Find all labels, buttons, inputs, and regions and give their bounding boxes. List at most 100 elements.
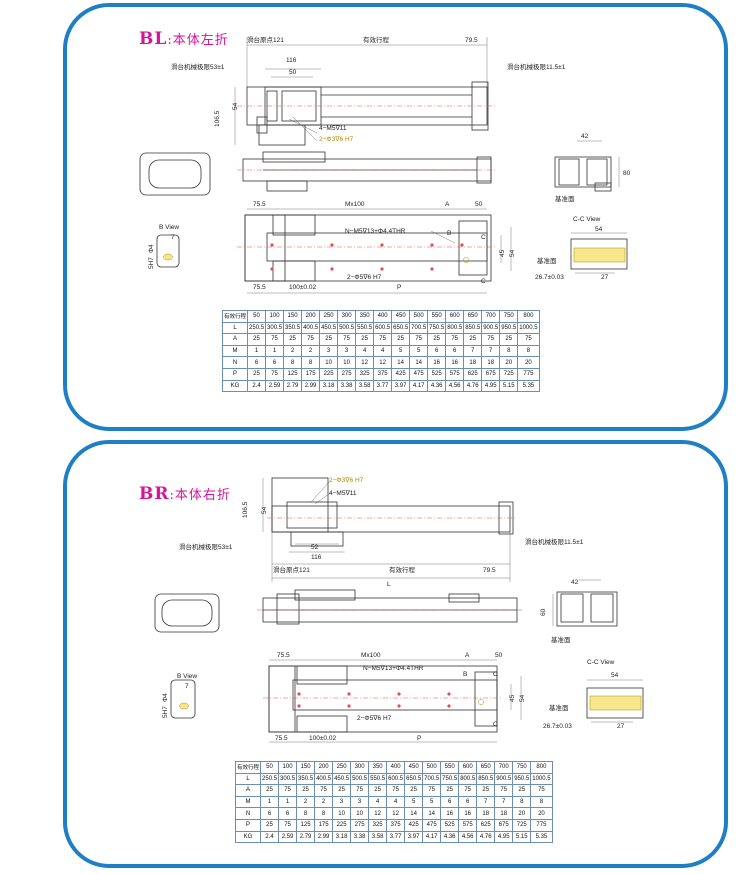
spec-stroke-cell: 300 — [337, 310, 357, 323]
label-755b-bl: 75.5 — [253, 284, 266, 291]
spec-cell: 650.5 — [404, 772, 424, 786]
spec-cell: 675 — [481, 367, 501, 381]
spec-cell: 75 — [265, 333, 285, 346]
spec-row-label: P — [221, 367, 249, 381]
end-view-left-bl — [139, 152, 211, 196]
spec-cell: 350.5 — [283, 321, 303, 335]
spec-cell: 675 — [494, 818, 514, 832]
spec-cell: 25 — [247, 333, 267, 346]
side-view-br — [262, 589, 518, 625]
panel-title-bl: BL:本体左折 — [139, 29, 229, 49]
spec-cell: 775 — [530, 818, 553, 832]
spec-cell: 25 — [319, 333, 339, 346]
label-pin2-bl: 2−Φ5∇6 H7 — [347, 273, 382, 281]
top-view-bl — [246, 81, 489, 146]
spec-cell: 75 — [265, 367, 285, 381]
spec-row-label: N — [221, 356, 249, 369]
spec-cell: 225 — [332, 818, 352, 832]
label-m5-bl: 4−M5∇11 — [319, 124, 347, 132]
spec-cell: 550.5 — [368, 772, 388, 786]
spec-cell: 6 — [445, 344, 465, 358]
label-m5-br: 4−M5∇11 — [329, 489, 357, 497]
spec-stroke-cell: 200 — [314, 761, 334, 774]
spec-cell: 775 — [517, 367, 540, 381]
label-b-bl: B — [447, 230, 451, 237]
label-a-bl: A — [445, 201, 450, 208]
spec-cell: 8 — [283, 356, 303, 369]
spec-cell: 3.77 — [373, 379, 393, 393]
spec-cell: 2.79 — [296, 830, 316, 844]
label-100-br: 100±0.02 — [309, 735, 336, 742]
spec-cell: 625 — [463, 367, 483, 381]
spec-stroke-cell: 400 — [373, 310, 393, 323]
spec-stroke-cell: 400 — [386, 761, 406, 774]
spec-cell: 350.5 — [296, 772, 316, 786]
spec-stroke-cell: 550 — [427, 310, 447, 323]
label-nm5-br: N−M5∇13+Φ4.4THR — [363, 664, 424, 672]
spec-cell: 525 — [440, 818, 460, 832]
spec-stroke-cell: 250 — [332, 761, 352, 774]
spec-cell: 3 — [350, 795, 370, 809]
spec-row-label: KG — [221, 379, 249, 393]
spec-cell: 3.58 — [355, 379, 375, 393]
spec-cell: 6 — [265, 356, 285, 369]
spec-cell: 475 — [422, 818, 442, 832]
label-right-limit-bl: 滑台机械极限11.5±1 — [507, 62, 566, 71]
spec-stroke-cell: 450 — [391, 310, 411, 323]
label-80-bl: 80 — [623, 170, 631, 177]
spec-cell: 25 — [391, 333, 411, 346]
label-stroke-bl: 有效行程 — [363, 35, 390, 44]
label-755a-bl: 75.5 — [253, 201, 266, 208]
spec-cell: 16 — [458, 807, 478, 820]
spec-row-label: L — [234, 772, 262, 786]
spec-cell: 3 — [319, 344, 339, 358]
spec-cell: 725 — [512, 818, 532, 832]
spec-stroke-cell: 100 — [265, 310, 285, 323]
spec-cell: 1 — [265, 344, 285, 358]
spec-cell: 3.38 — [337, 379, 357, 393]
spec-stroke-cell: 150 — [283, 310, 303, 323]
label-b-br: B — [463, 671, 467, 678]
spec-cell: 3.18 — [319, 379, 339, 393]
spec-cell: 7 — [463, 344, 483, 358]
spec-row-label: A — [234, 784, 262, 797]
spec-cell: 18 — [476, 807, 496, 820]
spec-cell: 75 — [445, 333, 465, 346]
spec-cell: 16 — [445, 356, 465, 369]
label-b4-bl: Φ4 — [148, 244, 155, 253]
drawing-bl: 滑台原点121 有效行程 79.5 116 50 滑台机械极限53±1 滑台机械… — [139, 35, 631, 294]
spec-cell: 275 — [337, 367, 357, 381]
spec-cell: 5 — [391, 344, 411, 358]
spec-row-label: M — [221, 344, 249, 358]
spec-cell: 12 — [386, 807, 406, 820]
label-42-bl: 42 — [581, 133, 589, 140]
spec-cell: 75 — [481, 333, 501, 346]
label-pin2-br: 2−Φ5∇6 H7 — [357, 714, 392, 722]
spec-cell: 25 — [260, 784, 280, 797]
label-b7-br: 7 — [185, 683, 189, 690]
label-left-limit-bl: 滑台机械极限53±1 — [171, 62, 225, 71]
spec-cell: 12 — [368, 807, 388, 820]
spec-cell: 7 — [494, 795, 514, 809]
spec-cell: 14 — [409, 356, 429, 369]
spec-cell: 425 — [404, 818, 424, 832]
label-ccview-br: C-C View — [587, 659, 615, 666]
spec-cell: 4.76 — [476, 830, 496, 844]
spec-cell: 3.77 — [386, 830, 406, 844]
spec-stroke-cell: 200 — [301, 310, 321, 323]
label-ccbase-bl: 基准面 — [537, 256, 557, 265]
label-ccview-bl: C-C View — [573, 216, 601, 223]
spec-cell: 2 — [301, 344, 321, 358]
spec-cell: 4.95 — [494, 830, 514, 844]
label-home-bl: 滑台原点121 — [247, 35, 284, 44]
spec-cell: 4 — [373, 344, 393, 358]
label-b5-br: 5H7 — [162, 706, 169, 718]
spec-cell: 400.5 — [301, 321, 321, 335]
spec-cell: 12 — [355, 356, 375, 369]
